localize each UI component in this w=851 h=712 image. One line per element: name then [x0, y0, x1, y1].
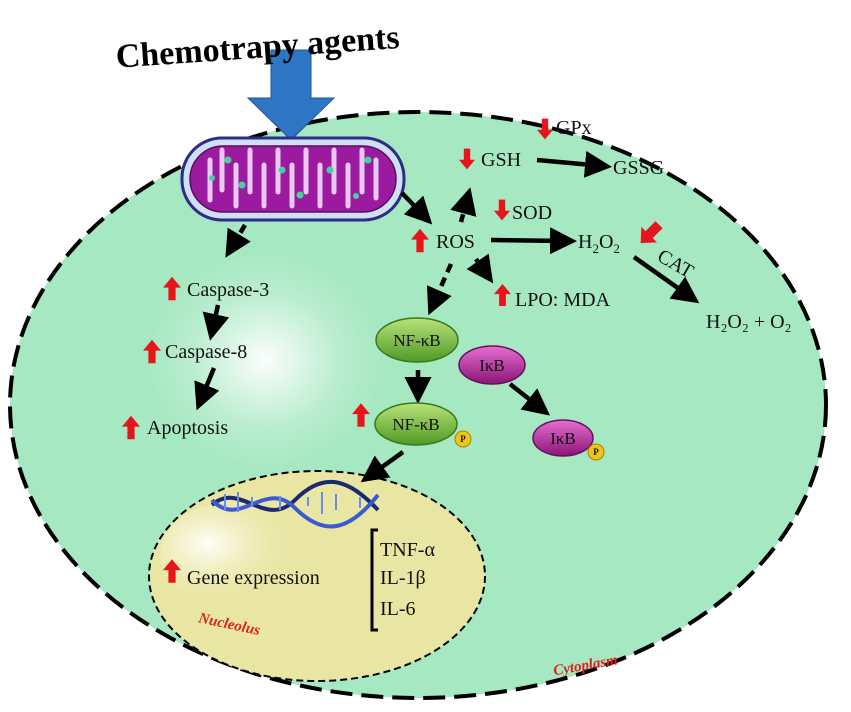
phospho-ikb: IκB P: [532, 419, 605, 461]
caspase3-label: Caspase-3: [187, 279, 269, 301]
gssg-label: GSSG: [613, 157, 664, 179]
svg-text:P: P: [593, 447, 599, 457]
gsh-label: GSH: [481, 149, 521, 171]
nucleolus: [148, 470, 486, 682]
nfkb-p-label: NF-κB: [392, 415, 439, 434]
apoptosis-label: Apoptosis: [147, 417, 228, 439]
gene-expression-label: Gene expression: [187, 567, 320, 589]
tnf-label: TNF-α: [380, 539, 435, 561]
phosphate-badge: [454, 430, 472, 448]
title: Chemotrapy agents: [115, 19, 401, 76]
caspase8-label: Caspase-8: [165, 341, 247, 363]
products-label: H₂O₂ + O₂: [706, 311, 792, 333]
il6-label: IL-6: [380, 598, 416, 620]
ros-label: ROS: [436, 231, 475, 253]
down-arrow-icon: [640, 221, 663, 244]
nfkb-complex: NF-κB IκB: [375, 317, 526, 385]
regulation-arrows: [122, 118, 663, 583]
ikb-p-label: IκB: [550, 429, 576, 448]
dna-icon: [210, 480, 380, 529]
drug-entry-arrow: [246, 49, 336, 141]
lpo-mda-label: LPO: MDA: [515, 289, 611, 311]
pathway-arrows: [194, 150, 700, 483]
phospho-nfkb: NF-κB P: [374, 402, 472, 448]
sod-label: SOD: [512, 202, 552, 224]
gpx-label: GPx: [556, 117, 592, 139]
h2o2-label: H2O2: [578, 231, 620, 256]
mitochondrion-icon: [180, 136, 406, 222]
svg-text:P: P: [460, 434, 466, 444]
ikb-label: IκB: [479, 356, 505, 375]
cytokine-bracket: [370, 528, 378, 632]
nfkb-label: NF-κB: [393, 331, 440, 350]
il1-label: IL-1β: [380, 567, 426, 589]
phosphate-badge: [587, 443, 605, 461]
